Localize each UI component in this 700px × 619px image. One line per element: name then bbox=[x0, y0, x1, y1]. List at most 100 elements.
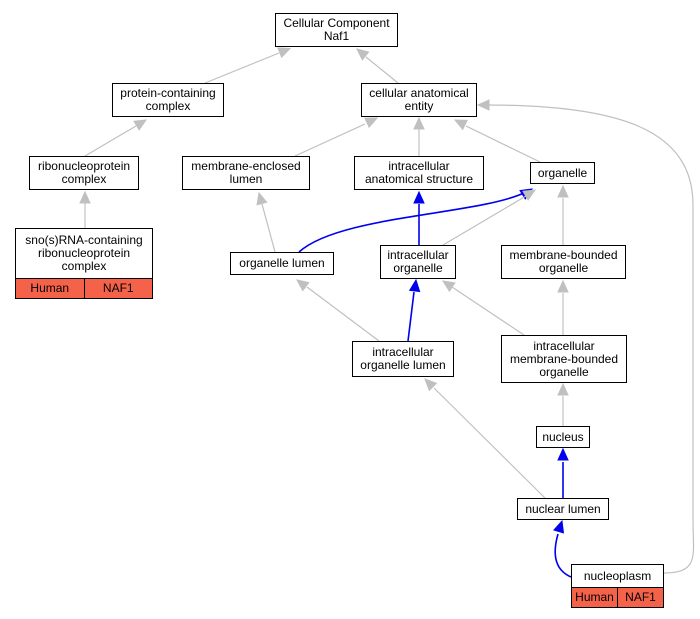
node-label-line: nucleoplasm bbox=[583, 568, 652, 583]
node-nuclear-lumen[interactable]: nuclear lumen bbox=[517, 498, 609, 520]
edge-ias-to-entity bbox=[413, 116, 425, 156]
node-label-line: membrane-enclosed bbox=[191, 159, 301, 173]
node-label-line: Naf1 bbox=[323, 29, 350, 43]
node-snosrna-containing-ribonucleoprotein-complex[interactable]: sno(s)RNA-containing ribonucleoprotein c… bbox=[15, 228, 153, 299]
edge-line bbox=[294, 123, 366, 157]
arrowhead bbox=[256, 191, 268, 206]
edge-nucleus-to-imbo bbox=[557, 382, 569, 426]
arrowhead bbox=[424, 378, 438, 392]
edge-sno-to-rnp bbox=[79, 190, 91, 228]
edge-rnp-to-protein-complex bbox=[84, 119, 148, 157]
node-label-line: Cellular Component bbox=[283, 16, 390, 30]
node-label-line: protein-containing bbox=[120, 86, 216, 100]
node-body: nucleoplasm bbox=[572, 565, 663, 587]
node-label-line: nuclear lumen bbox=[525, 501, 601, 516]
arrowhead bbox=[476, 99, 490, 111]
arrowhead bbox=[557, 382, 569, 396]
edge-line bbox=[204, 52, 280, 84]
edge-line bbox=[84, 125, 137, 157]
node-label-line: entity bbox=[404, 99, 434, 113]
edge-line bbox=[451, 286, 525, 336]
edge-entity-to-root bbox=[356, 48, 399, 84]
arrowhead bbox=[557, 279, 569, 293]
edge-organelle-to-entity bbox=[453, 119, 541, 163]
arrowhead bbox=[453, 119, 468, 131]
edge-line bbox=[306, 286, 380, 342]
node-intracellular-membrane-bounded-organelle[interactable]: intracellular membrane-bounded organelle bbox=[501, 335, 627, 383]
node-label-line: complex bbox=[61, 172, 107, 186]
edge-ol-to-organelle bbox=[298, 188, 534, 253]
node-intracellular-organelle[interactable]: intracellular organelle bbox=[380, 245, 456, 279]
node-label-line: complex bbox=[61, 259, 107, 273]
node-organelle-lumen[interactable]: organelle lumen bbox=[230, 252, 334, 275]
edge-line bbox=[554, 533, 572, 578]
arrowhead bbox=[364, 117, 379, 129]
edge-line bbox=[298, 191, 527, 253]
node-cellular-anatomical-entity[interactable]: cellular anatomical entity bbox=[361, 83, 477, 117]
node-label-line: anatomical structure bbox=[364, 172, 474, 186]
node-label-line: organelle bbox=[393, 261, 443, 275]
node-label-line: sno(s)RNA-containing bbox=[25, 233, 143, 247]
node-intracellular-anatomical-structure[interactable]: intracellular anatomical structure bbox=[354, 156, 484, 190]
node-membrane-bounded-organelle[interactable]: membrane-bounded organelle bbox=[501, 245, 626, 279]
node-label-line: organelle bbox=[537, 165, 588, 180]
node-label-line: ribonucleoprotein bbox=[37, 159, 131, 173]
annotation-gene: NAF1 bbox=[83, 279, 152, 298]
arrowhead bbox=[296, 279, 310, 292]
node-cellular-component-naf1[interactable]: Cellular Component Naf1 bbox=[275, 13, 398, 47]
edge-nl-to-nucleus bbox=[557, 447, 569, 498]
edge-io-to-organelle bbox=[442, 189, 537, 246]
node-label-line: organelle lumen bbox=[360, 358, 446, 372]
node-label-line: nucleus bbox=[542, 429, 584, 444]
arrowhead bbox=[553, 519, 565, 534]
edge-line bbox=[487, 104, 695, 574]
node-label-line: cellular anatomical bbox=[369, 86, 469, 100]
arrowhead bbox=[133, 119, 148, 131]
node-nucleoplasm[interactable]: nucleoplasm Human NAF1 bbox=[571, 564, 664, 608]
node-label-line: ribonucleoprotein bbox=[37, 246, 131, 260]
arrowhead bbox=[408, 278, 421, 293]
arrowhead bbox=[413, 190, 425, 204]
arrowhead bbox=[277, 47, 292, 59]
node-protein-containing-complex[interactable]: protein-containing complex bbox=[112, 83, 224, 117]
annotation-species: Human bbox=[16, 279, 84, 298]
node-label-line: membrane-bounded bbox=[509, 248, 618, 262]
edge-line bbox=[365, 56, 399, 84]
edge-iol-to-io bbox=[407, 278, 421, 342]
arrowhead bbox=[522, 189, 537, 201]
edge-ol-to-mel bbox=[256, 191, 276, 253]
node-ribonucleoprotein-complex[interactable]: ribonucleoprotein complex bbox=[29, 156, 139, 190]
node-label-line: intracellular bbox=[388, 159, 450, 173]
node-label-line: lumen bbox=[229, 172, 263, 186]
edge-line bbox=[433, 387, 546, 499]
node-body: sno(s)RNA-containing ribonucleoprotein c… bbox=[16, 229, 152, 278]
edge-line bbox=[465, 125, 541, 163]
edge-mbo-to-organelle bbox=[557, 184, 569, 245]
edge-nl-to-iol bbox=[424, 378, 546, 499]
annotation-row: Human NAF1 bbox=[572, 587, 663, 607]
arrowhead bbox=[557, 184, 569, 198]
node-label-line: membrane-bounded bbox=[509, 351, 619, 366]
node-label-line: organelle bbox=[539, 364, 589, 379]
arrowhead bbox=[356, 48, 370, 61]
node-intracellular-organelle-lumen[interactable]: intracellular organelle lumen bbox=[352, 341, 454, 377]
edge-np-to-entity bbox=[476, 99, 695, 574]
node-label-line: intracellular bbox=[533, 338, 595, 353]
edge-imbo-to-io bbox=[441, 280, 525, 336]
edge-np-to-nl bbox=[553, 519, 572, 578]
node-organelle[interactable]: organelle bbox=[530, 162, 595, 184]
edge-io-to-ias bbox=[413, 190, 425, 245]
edge-line bbox=[261, 203, 276, 253]
node-nucleus[interactable]: nucleus bbox=[536, 426, 590, 448]
edge-protein-complex-to-root bbox=[204, 47, 292, 84]
annotation-row: Human NAF1 bbox=[16, 278, 152, 298]
node-label-line: intracellular bbox=[372, 345, 434, 359]
arrowhead bbox=[441, 280, 456, 293]
edge-line bbox=[442, 195, 527, 246]
edge-imbo-to-mbo bbox=[557, 279, 569, 335]
edge-line bbox=[407, 291, 415, 342]
node-membrane-enclosed-lumen[interactable]: membrane-enclosed lumen bbox=[182, 156, 310, 190]
node-label-line: complex bbox=[145, 99, 191, 113]
arrowhead bbox=[79, 190, 91, 204]
